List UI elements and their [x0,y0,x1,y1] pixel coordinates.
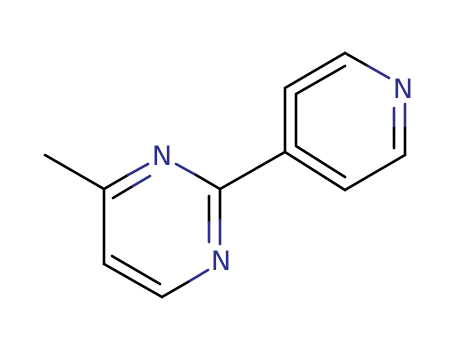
atom-label-n3: N [152,141,172,172]
bond-c4-n3-double-n [131,174,152,188]
bond-c6-c5 [102,262,164,299]
bond-c4-n3-double [111,184,135,200]
methyl-bond [43,153,106,191]
atom-label-n-pyridine: N [393,74,413,105]
bond-c6-c5-double [110,254,162,286]
bond-c2p-n1p [343,51,370,68]
bond-c2p-n1p-n-half [366,64,391,80]
bond-c5p-c4p-double [294,144,347,179]
bond-n3-c2-n-half [174,162,198,177]
bond-c3p-c2p [283,51,347,90]
bond-n1-c6 [160,280,190,299]
bond-c6p-c5p [343,153,407,192]
inter-ring-bond [218,150,287,191]
atom-label-n1: N [211,246,231,277]
bond-c5p-c4p [283,150,347,192]
pyridine-ring [283,51,407,192]
bond-n3-c2 [194,173,222,191]
pyrimidine-ring [102,162,222,299]
bond-c4-n3 [102,173,130,191]
bond-n1-c6-n-half [186,268,210,284]
bond-c3p-c2p-double [294,64,347,96]
bond-c4-n3-n-half [126,162,150,177]
